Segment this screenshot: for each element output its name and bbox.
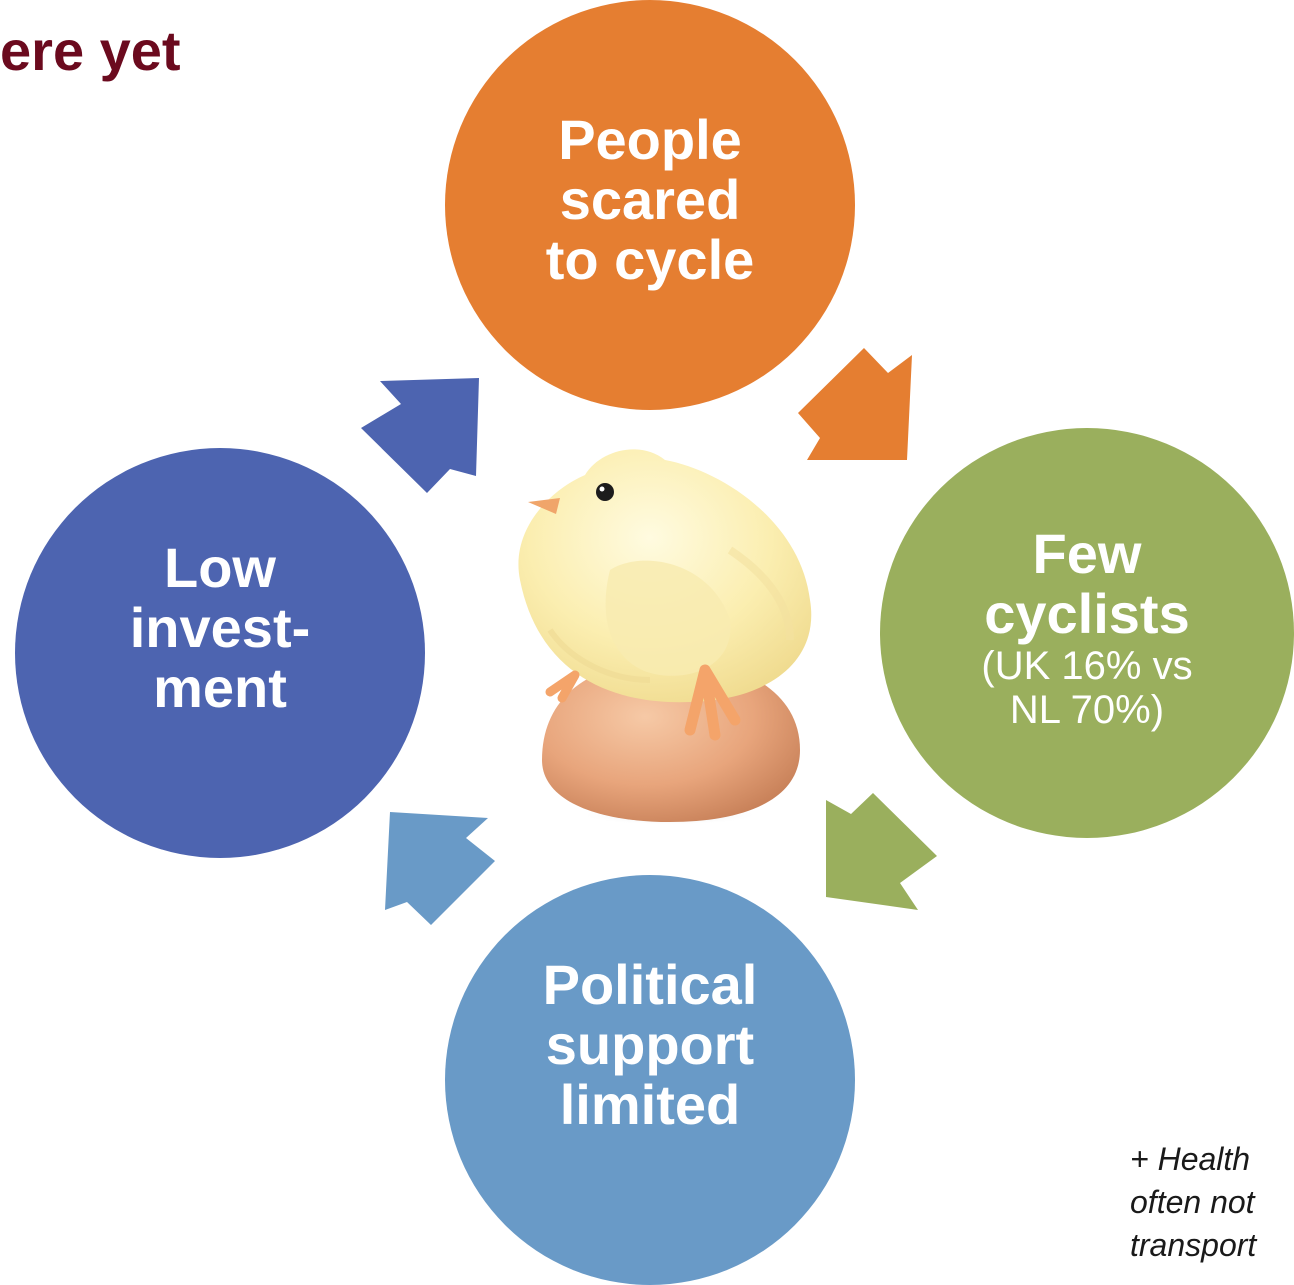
node-label-line: limited [559,1073,741,1136]
arrow-bottom-to-left [385,812,495,925]
chick-foot-right [684,664,741,741]
cycle-node-political-support: Political support limited [445,875,855,1285]
node-label-line: People [558,108,742,171]
node-label-line: Political [542,953,758,1016]
footnote-line: often not [1130,1184,1255,1220]
cycle-node-low-investment: Low invest- ment [15,448,425,858]
chick-beak [528,498,560,514]
footnote-line: + Health [1130,1141,1251,1177]
node-label-line: invest- [129,596,311,659]
cycle-node-people-scared: People scared to cycle [445,0,855,410]
footnote-line: transport [1130,1227,1257,1263]
chick-eye [596,483,614,501]
arrow-left-to-top [361,378,479,493]
node-label-line: cyclists [984,582,1190,645]
node-label-line: to cycle [545,228,755,291]
egg [542,660,800,822]
chick-on-egg-image [518,449,812,825]
footnote: + Health often not transport [1130,1138,1256,1267]
node-label-line: ment [153,656,287,719]
node-label-line: scared [559,168,741,231]
chick-foot-left [545,670,580,703]
node-label-line: support [545,1013,755,1076]
cycle-node-few-cyclists: Few cyclists (UK 16% vs NL 70%) [880,428,1294,838]
chick-wing [605,560,731,676]
slide-title: ere yet [0,19,181,82]
node-detail-line: NL 70%) [1009,688,1165,732]
node-label-line: Few [1032,522,1142,585]
arrow-right-to-bottom [826,793,937,910]
arrow-top-to-right [798,348,912,460]
node-label-line: Low [164,536,276,599]
node-detail-line: (UK 16% vs [981,644,1193,688]
